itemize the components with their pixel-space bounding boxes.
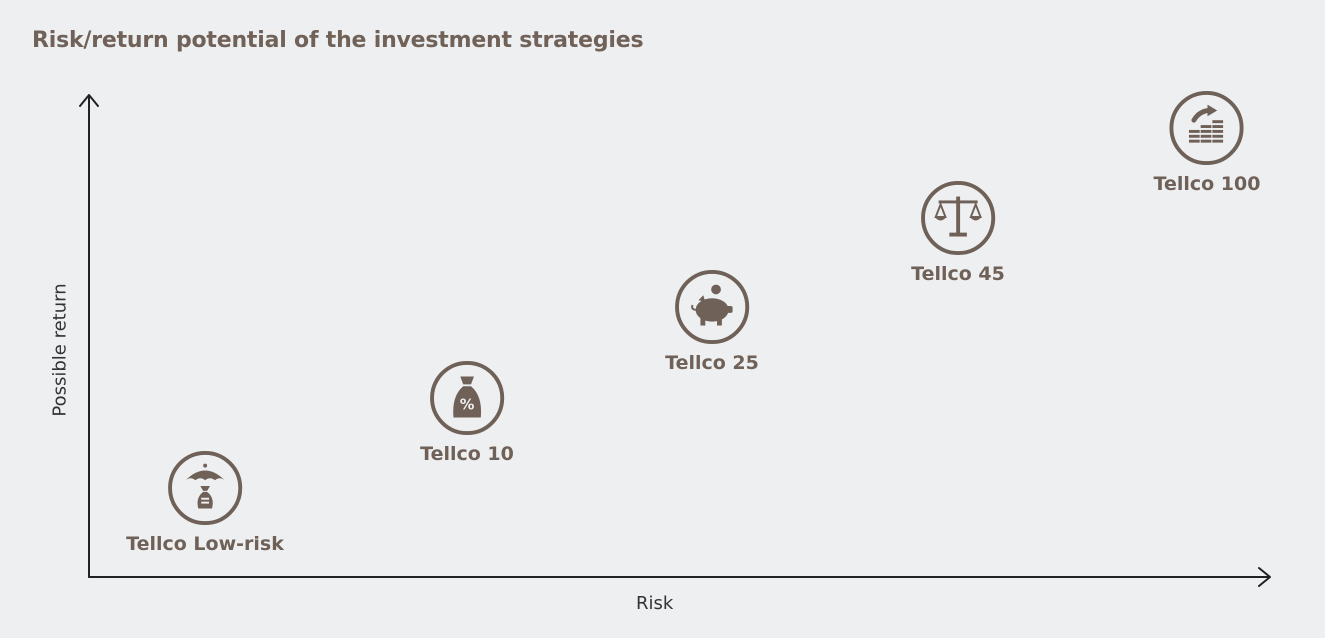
piggy-bank-icon: [674, 269, 750, 345]
growth-coins-icon: [1169, 90, 1245, 166]
diagram-title: Risk/return potential of the investment …: [32, 28, 644, 53]
balance-scale-icon: [920, 180, 996, 256]
strategy-label: Tellco Low-risk: [126, 533, 284, 555]
strategy-100: Tellco 100: [1153, 89, 1261, 195]
strategy-10: % Tellco 10: [420, 359, 514, 465]
x-axis-label: Risk: [636, 593, 674, 614]
strategy-25: Tellco 25: [665, 268, 759, 374]
strategy-label: Tellco 10: [420, 443, 514, 465]
strategy-45: Tellco 45: [911, 179, 1005, 285]
strategy-label: Tellco 45: [911, 263, 1005, 285]
umbrella-moneybag-icon: [167, 450, 243, 526]
strategy-low-risk: Tellco Low-risk: [126, 449, 284, 555]
percent-moneybag-icon: %: [429, 360, 505, 436]
strategy-label: Tellco 25: [665, 352, 759, 374]
y-axis-arrowhead: [79, 94, 99, 107]
strategy-label: Tellco 100: [1153, 173, 1261, 195]
y-axis-label: Possible return: [49, 283, 71, 417]
svg-text:%: %: [460, 397, 475, 414]
x-axis-arrowhead: [1258, 567, 1271, 587]
